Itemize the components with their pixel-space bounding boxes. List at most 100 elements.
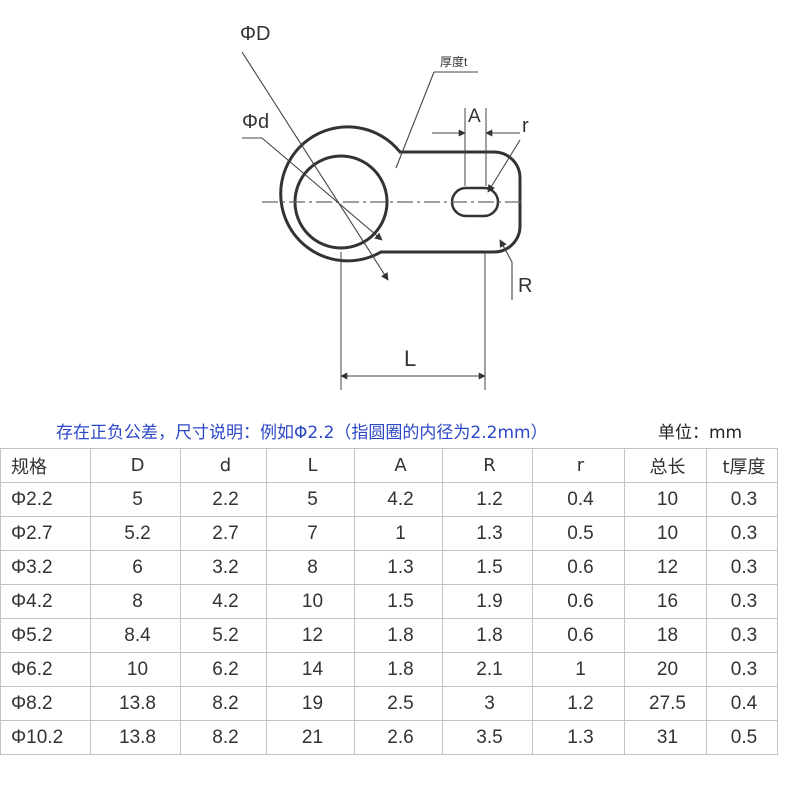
table-cell: 1.3 (354, 550, 443, 585)
table-cell: 20 (624, 652, 707, 687)
label-r-small: r (522, 115, 529, 137)
inner-diameter-leader (261, 137, 383, 241)
label-a: A (468, 106, 481, 127)
table-cell: 3.2 (180, 550, 267, 585)
table-cell: 10 (624, 516, 707, 551)
table-cell: 8.4 (90, 618, 181, 653)
label-length: L (404, 346, 416, 371)
table-cell: 4.2 (354, 482, 443, 517)
table-cell: 2.7 (180, 516, 267, 551)
ring-terminal-drawing: ΦD Φd 厚度t A r R L (240, 23, 532, 390)
table-cell: Φ2.7 (0, 516, 91, 551)
table-cell: Φ8.2 (0, 686, 91, 721)
table-cell: 7 (266, 516, 355, 551)
table-cell: 0.3 (706, 652, 778, 687)
table-cell: 0.6 (532, 584, 625, 619)
table-cell: 1.3 (442, 516, 533, 551)
table-cell: 10 (266, 584, 355, 619)
table-cell: Φ6.2 (0, 652, 91, 687)
table-cell: 10 (624, 482, 707, 517)
table-cell: Φ4.2 (0, 584, 91, 619)
table-cell: 21 (266, 720, 355, 755)
table-cell: 18 (624, 618, 707, 653)
table-cell: 0.6 (532, 550, 625, 585)
table-cell: 8.2 (180, 720, 267, 755)
table-cell: 1.8 (354, 652, 443, 687)
table-cell: 4.2 (180, 584, 267, 619)
table-cell: 5.2 (90, 516, 181, 551)
table-cell: 1 (354, 516, 443, 551)
table-cell: 1.9 (442, 584, 533, 619)
table-cell: 8 (90, 584, 181, 619)
table-cell: 12 (624, 550, 707, 585)
table-cell: 1 (532, 652, 625, 687)
table-cell: 2.2 (180, 482, 267, 517)
header-thickness: t厚度 (706, 448, 778, 483)
label-outer-diameter: ΦD (240, 23, 270, 45)
table-cell: 5.2 (180, 618, 267, 653)
table-cell: 0.4 (706, 686, 778, 721)
table-cell: 1.2 (532, 686, 625, 721)
table-cell: Φ10.2 (0, 720, 91, 755)
table-cell: 1.5 (442, 550, 533, 585)
table-cell: 12 (266, 618, 355, 653)
header-a: A (354, 448, 443, 483)
table-cell: 0.3 (706, 550, 778, 585)
table-cell: 0.3 (706, 516, 778, 551)
table-cell: 16 (624, 584, 707, 619)
label-inner-diameter: Φd (242, 111, 269, 133)
table-cell: 0.3 (706, 618, 778, 653)
header-r-large: R (442, 448, 533, 483)
outer-diameter-leader (241, 51, 389, 281)
table-cell: 13.8 (90, 720, 181, 755)
terminal-outline (279, 125, 522, 263)
table-cell: 0.5 (706, 720, 778, 755)
table-cell: 10 (90, 652, 181, 687)
table-cell: 3 (442, 686, 533, 721)
header-total-length: 总长 (624, 448, 707, 483)
table-cell: 2.5 (354, 686, 443, 721)
table-cell: 8 (266, 550, 355, 585)
table-cell: 6 (90, 550, 181, 585)
table-cell: 0.5 (532, 516, 625, 551)
r-small-leader (487, 139, 521, 193)
table-cell: 0.3 (706, 584, 778, 619)
table-cell: 31 (624, 720, 707, 755)
table-cell: 2.6 (354, 720, 443, 755)
header-r-small: r (532, 448, 625, 483)
table-cell: Φ2.2 (0, 482, 91, 517)
table-cell: 5 (266, 482, 355, 517)
table-cell: 6.2 (180, 652, 267, 687)
header-spec: 规格 (0, 448, 91, 483)
table-cell: 27.5 (624, 686, 707, 721)
table-cell: 1.8 (442, 618, 533, 653)
table-cell: 5 (90, 482, 181, 517)
table-cell: Φ5.2 (0, 618, 91, 653)
table-cell: 1.8 (354, 618, 443, 653)
header-l: L (266, 448, 355, 483)
table-cell: 3.5 (442, 720, 533, 755)
label-r-large: R (518, 275, 532, 297)
table-cell: 1.3 (532, 720, 625, 755)
header-d-outer: D (90, 448, 181, 483)
unit-label: 单位：mm (658, 423, 743, 443)
table-cell: Φ3.2 (0, 550, 91, 585)
table-cell: 0.4 (532, 482, 625, 517)
table-cell: 0.3 (706, 482, 778, 517)
table-cell: 8.2 (180, 686, 267, 721)
table-cell: 0.6 (532, 618, 625, 653)
header-d-inner: d (180, 448, 267, 483)
table-header-row: 规格 D d L A R r 总长 t厚度 (0, 448, 778, 483)
table-cell: 2.1 (442, 652, 533, 687)
table-cell: 19 (266, 686, 355, 721)
label-thickness: 厚度t (440, 54, 468, 69)
